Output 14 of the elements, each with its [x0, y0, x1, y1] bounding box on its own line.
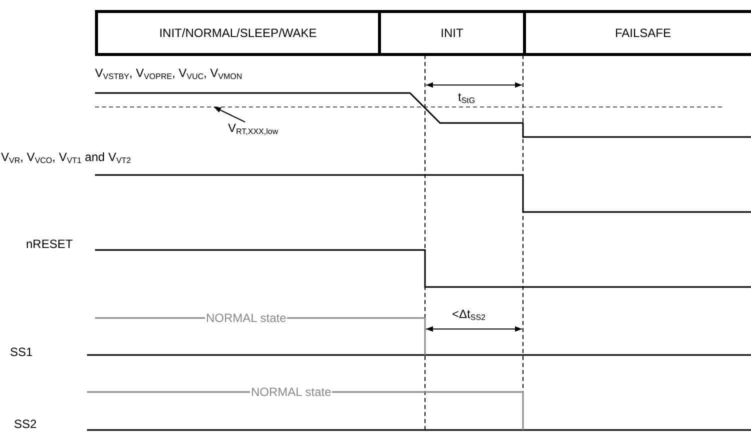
threshold-label: V$_{RT,XXX,low}$ — [228, 122, 278, 136]
signal-name: SS2 — [14, 418, 37, 430]
state-header-cell: FAILSAFE — [523, 10, 751, 56]
signal-name: V$_{VSTBY}$, V$_{VOPRE}$, V$_{VUC}$, V$_{VMON}$ — [95, 67, 242, 81]
state-label: NORMAL state — [205, 312, 288, 324]
signal-name: SS1 — [10, 346, 33, 358]
state-label: NORMAL state — [250, 386, 332, 398]
timing-label: t$_{StG}$ — [458, 91, 476, 105]
leader-line — [214, 106, 246, 122]
timing-label: <Δt$_{SS2}$ — [452, 308, 486, 322]
signal-name: nRESET — [26, 238, 73, 250]
state-header-cell: INIT/NORMAL/SLEEP/WAKE — [95, 10, 381, 56]
signal-name: V$_{VR}$, V$_{VCO}$, V$_{VT1}$ and V$_{VT2}$ — [1, 151, 131, 165]
state-header-cell: INIT — [378, 10, 526, 56]
